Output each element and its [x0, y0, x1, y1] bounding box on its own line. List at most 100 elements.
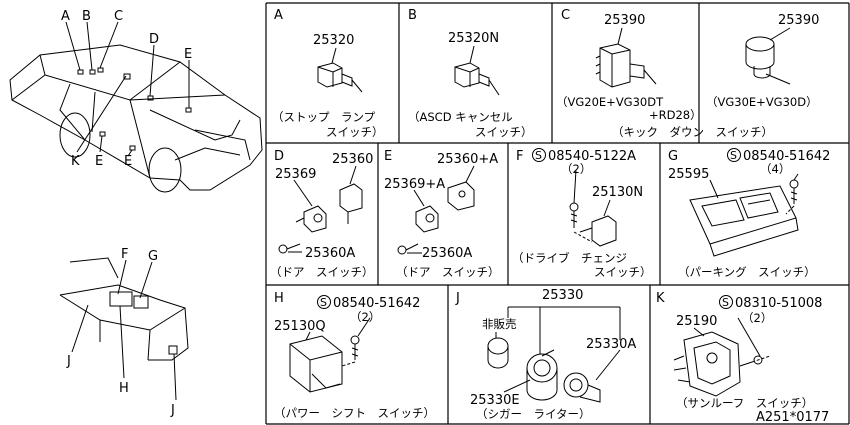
panel-h-screw-mark: S — [320, 296, 327, 309]
panel-c-letter: C — [561, 8, 570, 23]
console-callout-h: H — [119, 381, 129, 396]
panel-a: A 25320 （ストップ ランプ スイッチ） — [272, 8, 384, 139]
panel-d-part-mid: 25369 — [275, 167, 316, 182]
panel-f-screw-qty: （2） — [561, 162, 591, 176]
panel-g: G S 08540-51642 （4） 25595 （パーキング スイッチ） — [668, 148, 830, 279]
panel-k-caption: （サンルーフ スイッチ） — [676, 396, 813, 410]
panel-h-letter: H — [274, 291, 284, 306]
panel-g-screw-number: 08540-51642 — [743, 149, 830, 164]
panel-j-part-right: 25330A — [586, 337, 636, 352]
console-callouts: F G J H J — [66, 247, 175, 418]
cigar-lighter-drawing — [487, 306, 621, 403]
panel-f-screw-symbol — [532, 148, 546, 162]
panel-b-caption-line2: スイッチ） — [475, 125, 533, 139]
panel-f-caption-line1: （ドライブ チェンジ — [512, 251, 627, 265]
panel-d-part-top: 25360 — [332, 152, 373, 167]
panel-c-engine-1b: +RD28） — [649, 108, 702, 122]
panel-c-caption: （キック ダウン スイッチ） — [612, 125, 773, 139]
panel-d-caption: （ドア スイッチ） — [270, 265, 374, 279]
panel-c-part-number-2: 25390 — [778, 13, 819, 28]
panel-h-caption: （パワー シフト スイッチ） — [274, 406, 435, 420]
kickdown-switch-vg20e-drawing — [595, 27, 657, 88]
panel-f-screw-mark: S — [535, 149, 542, 162]
panel-h-part-number: 25130Q — [274, 319, 326, 334]
panel-j-part-bottom: 25330E — [470, 393, 520, 408]
console-callout-g: G — [148, 249, 158, 264]
panel-b-caption-line1: （ASCD キャンセル — [408, 110, 513, 124]
console-overview — [59, 257, 189, 401]
panel-h-screw-symbol — [317, 295, 331, 309]
panel-g-screw-mark: S — [730, 149, 737, 162]
panel-c: C 25390 25390 （VG20E+VG30DT +RD28） （VG30… — [556, 8, 819, 139]
panel-k: K S 08310-51008 （2） 25190 （サンルーフ スイッチ） A… — [656, 291, 829, 425]
callout-a: A — [61, 9, 70, 24]
panel-k-letter: K — [656, 291, 665, 306]
panel-j-part-top: 25330 — [542, 288, 583, 303]
callout-d: D — [149, 32, 159, 47]
panel-e-caption: （ドア スイッチ） — [396, 265, 500, 279]
parking-switch-drawing — [689, 148, 799, 257]
panel-a-caption-line2: スイッチ） — [326, 125, 384, 139]
panel-j: J 25330 非販売 25330A 25330E （シガー ライター） — [455, 288, 636, 421]
callout-e-top: E — [184, 47, 192, 62]
callout-e-left: E — [95, 154, 103, 169]
door-switch-e-drawing — [397, 165, 475, 255]
panel-g-screw-symbol — [727, 148, 741, 162]
panel-a-caption-line1: （ストップ ランプ — [272, 110, 376, 124]
panel-e-part-bottom: 25360A — [422, 246, 472, 261]
panel-h-screw-qty: （2） — [350, 310, 380, 324]
panel-d-letter: D — [274, 149, 284, 164]
panel-b-letter: B — [408, 8, 417, 23]
panel-f-caption-line2: スイッチ） — [594, 265, 652, 279]
panel-g-part-number: 25595 — [668, 167, 709, 182]
panel-k-screw-mark: S — [722, 296, 729, 309]
console-callout-j-right: J — [170, 403, 175, 418]
stop-lamp-switch-drawing — [317, 47, 363, 93]
panel-grid — [265, 2, 850, 425]
kickdown-switch-vg30e-drawing — [745, 27, 791, 85]
car-callouts: A B C D E K E E — [61, 9, 192, 169]
panel-k-screw-number: 08310-51008 — [735, 296, 822, 311]
panel-e-letter: E — [384, 149, 392, 164]
console-callout-j-left: J — [66, 354, 71, 369]
panel-b-part-number: 25320N — [448, 31, 499, 46]
callout-c: C — [114, 9, 123, 24]
panel-f-letter: F — [516, 149, 523, 164]
ascd-cancel-switch-drawing — [454, 45, 500, 96]
diagram-code: A251*0177 — [756, 410, 829, 425]
panel-g-screw-qty: （4） — [760, 162, 790, 176]
door-switch-d-drawing — [278, 165, 363, 254]
panel-g-letter: G — [668, 149, 678, 164]
panel-c-engine-1a: （VG20E+VG30DT — [556, 95, 664, 109]
sunroof-switch-drawing — [673, 295, 771, 397]
panel-f: F S 08540-5122A （2） 25130N （ドライブ チェンジ スイ… — [512, 148, 652, 279]
panel-h: H S 08540-51642 （2） 25130Q （パワー シフト スイッチ… — [274, 291, 435, 420]
panel-c-part-number-1: 25390 — [604, 13, 645, 28]
panel-k-screw-qty: （2） — [742, 311, 772, 325]
callout-e-right: E — [124, 154, 132, 169]
drive-change-switch-drawing — [532, 148, 617, 247]
panel-g-caption: （パーキング スイッチ） — [678, 265, 816, 279]
panel-e-part-top: 25360+A — [437, 152, 498, 167]
callout-b: B — [82, 9, 91, 24]
car-overview — [9, 21, 263, 193]
panel-a-letter: A — [274, 8, 283, 23]
panel-e: E 25360+A 25369+A 25360A （ドア スイッチ） — [384, 149, 500, 279]
panel-k-screw-symbol — [719, 295, 733, 309]
panel-d-part-bottom: 25360A — [305, 246, 355, 261]
panel-k-part-number: 25190 — [676, 314, 717, 329]
panel-d: D 25360 25369 25360A （ドア スイッチ） — [270, 149, 374, 279]
panel-h-screw-number: 08540-51642 — [333, 296, 420, 311]
panel-f-part-number: 25130N — [592, 185, 643, 200]
panel-j-not-sold-note: 非販売 — [482, 317, 517, 331]
panel-j-letter: J — [455, 291, 460, 306]
panel-c-engine-2: （VG30E+VG30D） — [706, 95, 818, 109]
panel-j-caption: （シガー ライター） — [476, 407, 591, 421]
panel-b: B 25320N （ASCD キャンセル スイッチ） — [408, 8, 533, 139]
callout-k: K — [71, 154, 80, 169]
panel-e-part-mid: 25369+A — [384, 177, 445, 192]
panel-a-part-number: 25320 — [313, 33, 354, 48]
console-callout-f: F — [121, 247, 128, 262]
power-shift-switch-drawing — [289, 295, 371, 393]
